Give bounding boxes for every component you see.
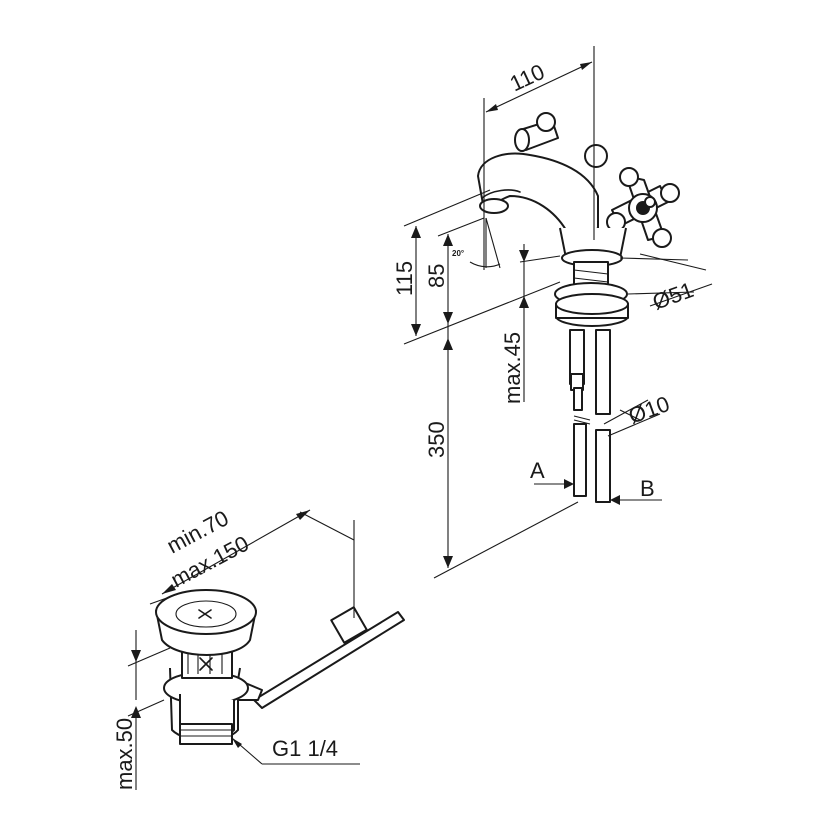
supply-pipes [569,329,611,503]
drain-cap [155,589,257,656]
dim-51: Ø51 [619,253,713,315]
label-b: B [640,476,655,501]
dim-angle: 20° [452,217,501,269]
pipe-a-lower [573,423,587,497]
dim-110-label: 110 [506,59,548,96]
dim-thread-label: G1 1/4 [272,736,338,761]
label-a: A [530,458,545,483]
faucet-spout [477,152,599,236]
dim-85-label: 85 [424,264,449,288]
top-cap [584,144,608,168]
dim-115-label: 115 [392,261,417,296]
dim-angle-label: 20° [452,249,464,258]
dim-350-label: 350 [424,421,449,458]
dim-10: Ø10 [603,391,673,437]
dim-10-label: Ø10 [625,391,673,429]
connection-labels: A B [530,458,662,505]
dim-heights: 115 85 [392,189,561,345]
dim-max45: max.45 [500,244,561,404]
dim-waste-height: max.50 [112,630,171,790]
faucet-drawing: 110 20° 115 85 Ø51 [392,46,713,579]
waste-drawing: min.70 max.150 max.50 G1 1/4 [112,505,405,790]
pipe-b-upper [595,329,611,415]
dim-51-label: Ø51 [649,277,697,315]
drain-thread [179,723,233,745]
rear-handle [514,112,559,152]
dim-thread: G1 1/4 [231,736,360,765]
pipe-b-lower [595,429,611,503]
cross-handle [606,167,680,248]
dim-max45-label: max.45 [500,332,525,404]
popup-rod [253,606,405,709]
dim-max50-label: max.50 [112,718,137,790]
spout-outlet [479,198,509,214]
dim-350: 350 [424,324,579,579]
